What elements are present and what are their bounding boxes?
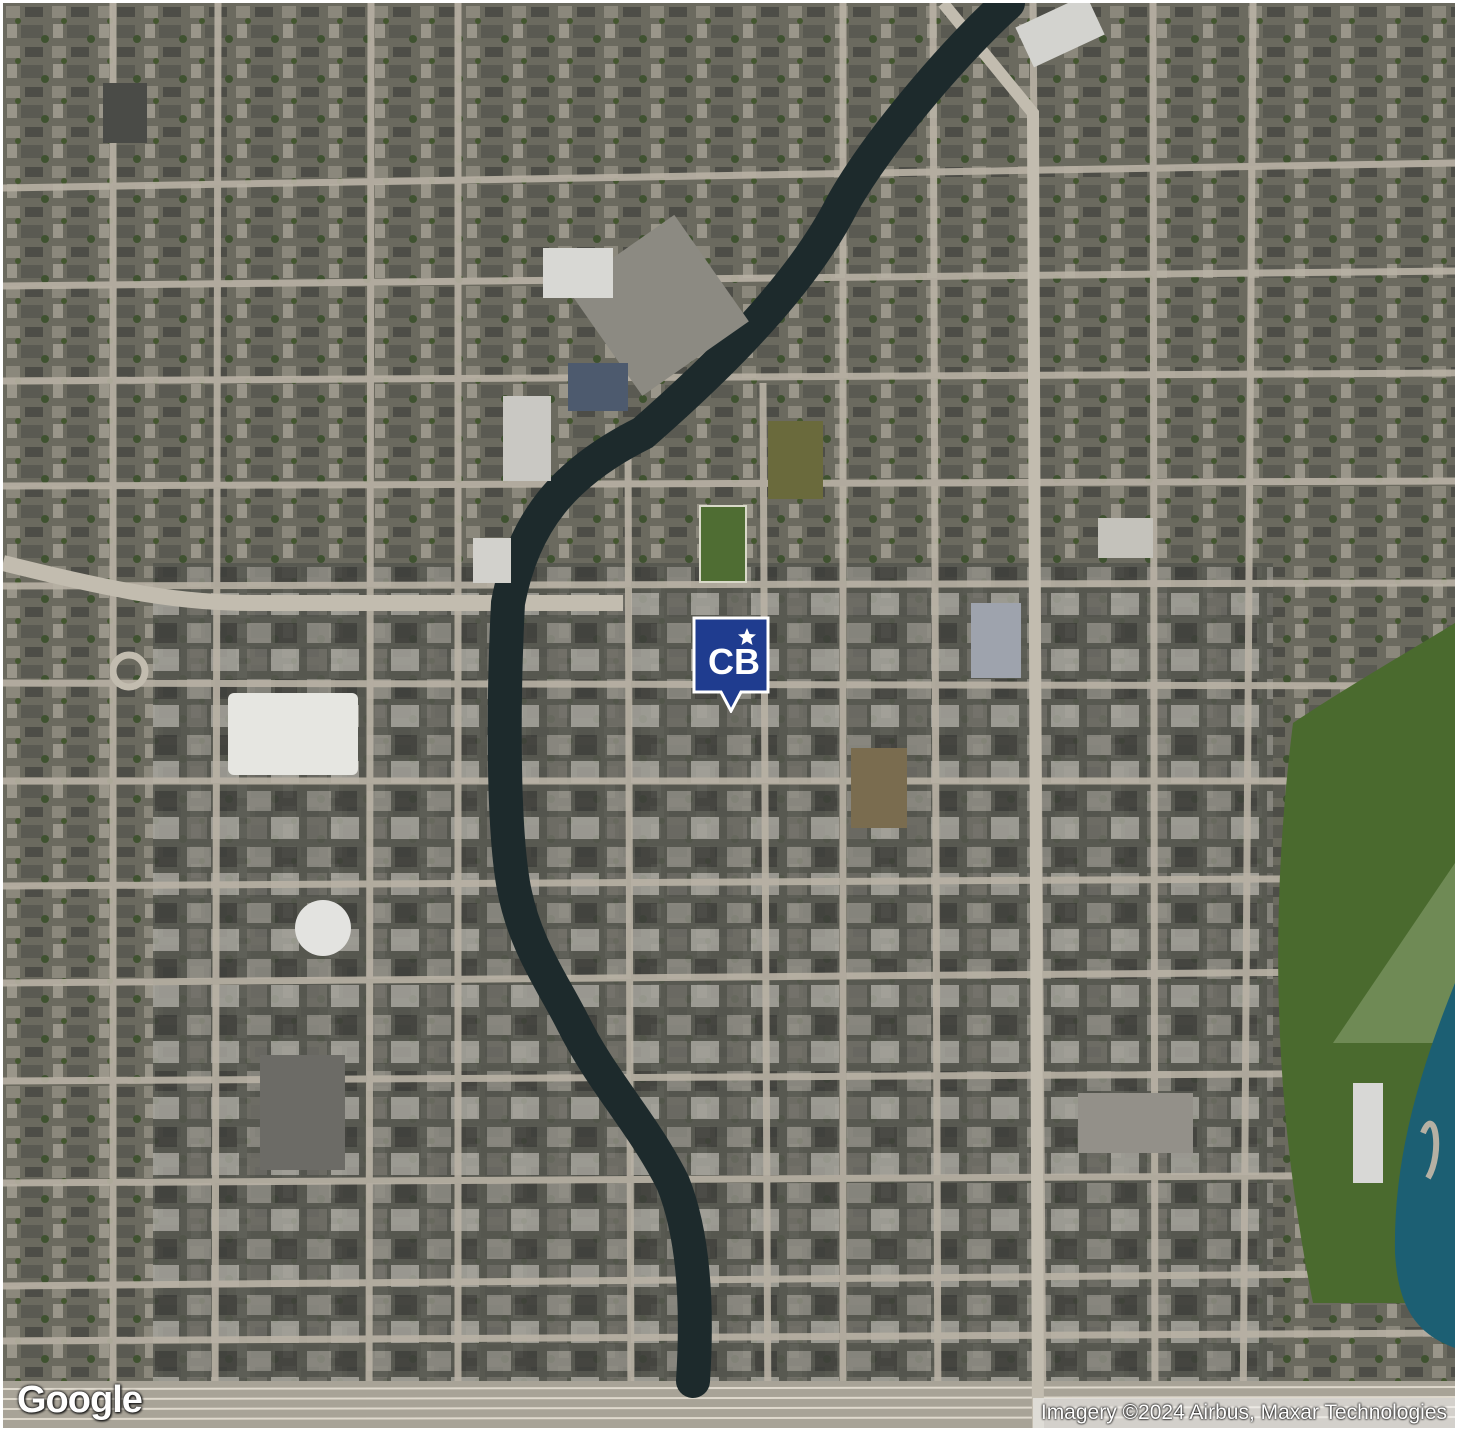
- arena: [228, 693, 358, 775]
- coldwell-banker-location-marker[interactable]: CB: [692, 616, 770, 713]
- satellite-map[interactable]: CB Google Imagery ©2024 Airbus, Maxar Te…: [3, 3, 1455, 1428]
- imagery-attribution: Imagery ©2024 Airbus, Maxar Technologies: [1032, 1398, 1455, 1428]
- google-logo: Google: [17, 1379, 143, 1421]
- satellite-imagery[interactable]: [3, 3, 1455, 1428]
- coldwell-banker-logo-icon: CB: [708, 628, 760, 682]
- lake-michigan: [1394, 983, 1455, 1348]
- sports-field: [699, 505, 747, 583]
- milwaukee-river: [487, 3, 1025, 1398]
- street-grid: [3, 3, 1455, 1428]
- cb-monogram: CB: [708, 641, 760, 682]
